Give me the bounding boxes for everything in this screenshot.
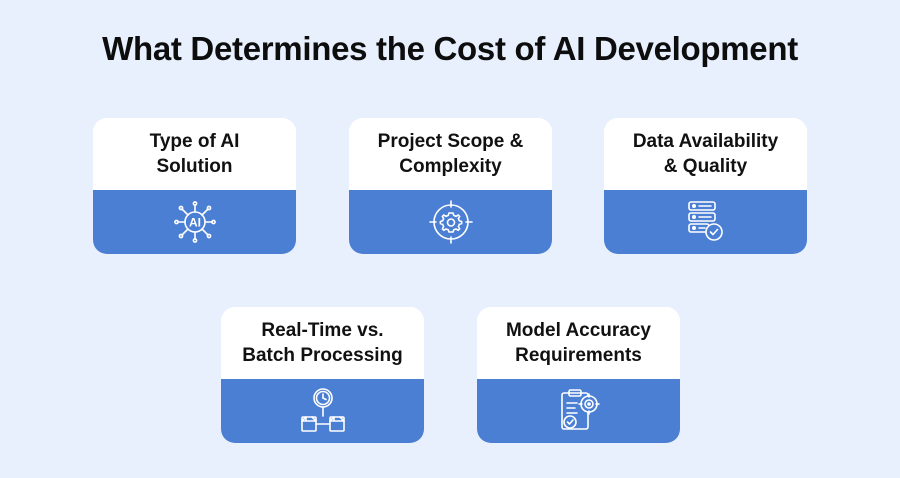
card-label-line1: Real-Time vs. xyxy=(261,320,384,341)
card-label: Type of AI Solution xyxy=(93,118,296,190)
card-icon-area xyxy=(604,190,807,254)
database-check-icon xyxy=(687,201,723,241)
card-model-accuracy-requirements: Model Accuracy Requirements xyxy=(477,307,680,443)
card-icon-area: AI xyxy=(93,190,296,254)
card-label-line2: Requirements xyxy=(515,345,642,366)
card-label-line1: Model Accuracy xyxy=(505,320,651,341)
card-label: Model Accuracy Requirements xyxy=(477,307,680,379)
card-label-line1: Project Scope & xyxy=(377,131,524,152)
card-icon-area xyxy=(477,379,680,443)
card-label-line1: Type of AI xyxy=(149,131,240,152)
card-real-time-vs-batch-processing: Real-Time vs. Batch Processing xyxy=(221,307,424,443)
card-data-availability-quality: Data Availability & Quality xyxy=(604,118,807,254)
ai-chip-icon: AI xyxy=(173,201,216,243)
svg-text:AI: AI xyxy=(189,216,201,230)
clock-blocks-icon xyxy=(300,388,345,432)
page-title: What Determines the Cost of AI Developme… xyxy=(102,30,798,67)
clipboard-target-icon xyxy=(560,389,600,430)
card-label-line2: Complexity xyxy=(399,156,502,177)
card-label-line2: Solution xyxy=(156,156,233,177)
card-label-line2: Batch Processing xyxy=(242,345,403,366)
card-label: Real-Time vs. Batch Processing xyxy=(221,307,424,379)
card-label: Project Scope & Complexity xyxy=(349,118,552,190)
card-label: Data Availability & Quality xyxy=(604,118,807,190)
card-icon-area xyxy=(221,379,424,443)
card-project-scope-complexity: Project Scope & Complexity xyxy=(349,118,552,254)
card-icon-area xyxy=(349,190,552,254)
card-label-line2: & Quality xyxy=(663,156,748,177)
card-type-of-ai-solution: Type of AI Solution AI xyxy=(93,118,296,254)
gear-target-icon xyxy=(428,200,473,244)
card-label-line1: Data Availability xyxy=(632,131,779,152)
